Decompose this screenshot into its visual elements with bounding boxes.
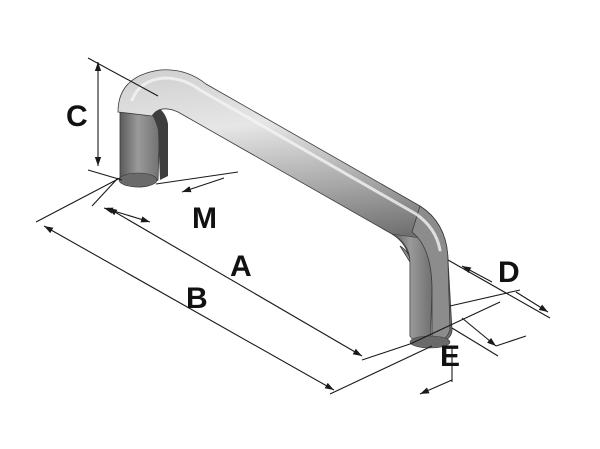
dim-e-ext-3 bbox=[495, 335, 527, 347]
dimension-labels: C M A B D E bbox=[66, 100, 520, 373]
dim-b-arrow bbox=[43, 225, 335, 391]
handle-body bbox=[117, 69, 453, 349]
label-c: C bbox=[66, 100, 88, 133]
dim-e-arrow-1 bbox=[461, 317, 497, 347]
dim-m-ext-right bbox=[155, 171, 239, 185]
label-m: M bbox=[192, 202, 217, 235]
dim-d-ext-bottom bbox=[449, 289, 521, 307]
dim-d-arrow-2 bbox=[515, 291, 549, 313]
dim-e-arrow-2 bbox=[419, 379, 453, 395]
label-a: A bbox=[230, 250, 252, 283]
dim-b-ext-right bbox=[329, 345, 433, 395]
dim-b-ext-left bbox=[35, 177, 121, 223]
handle-left-inner-shadow bbox=[150, 106, 168, 180]
dim-e-ext-right bbox=[451, 327, 499, 357]
dim-m-ext-left bbox=[91, 177, 119, 207]
dim-m-arrow-right bbox=[181, 177, 225, 193]
dim-c-ext-bottom bbox=[87, 169, 123, 181]
label-b: B bbox=[186, 282, 208, 315]
dim-a-ext-right bbox=[361, 343, 411, 361]
handle-left-leg-end bbox=[118, 172, 158, 188]
label-d: D bbox=[498, 256, 520, 289]
dimension-lines bbox=[35, 57, 551, 395]
dim-d-arrow bbox=[461, 265, 493, 283]
label-e: E bbox=[440, 340, 460, 373]
handle-grip-highlight bbox=[130, 76, 442, 252]
dim-e-ext-left bbox=[409, 301, 501, 345]
